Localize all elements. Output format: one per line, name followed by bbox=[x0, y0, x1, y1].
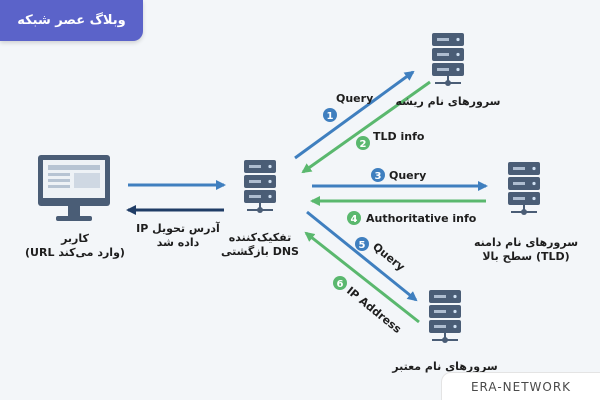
resolver-label-line1: تفکیک‌کننده bbox=[228, 231, 292, 244]
tld-label-line2: سطح بالا (TLD) bbox=[482, 250, 570, 263]
svg-text:5: 5 bbox=[359, 240, 366, 251]
user-label: کاربر (URL وارد می‌کند) bbox=[14, 232, 136, 260]
era-network-watermark: ERA-NETWORK bbox=[441, 372, 600, 400]
step-5-badge: 5 bbox=[355, 237, 369, 251]
step-3-label: Query bbox=[389, 169, 426, 182]
resolver-server-icon bbox=[243, 159, 277, 214]
svg-text:2: 2 bbox=[360, 139, 367, 150]
user-label-line2: (URL وارد می‌کند) bbox=[25, 246, 125, 259]
tld-servers-label: سرورهای نام دامنه سطح بالا (TLD) bbox=[466, 236, 586, 264]
resolver-label: تفکیک‌کننده بازگشتی DNS bbox=[205, 231, 315, 259]
root-server-icon bbox=[431, 32, 465, 87]
resolver-label-line2: بازگشتی DNS bbox=[221, 245, 299, 258]
svg-text:6: 6 bbox=[337, 279, 344, 290]
svg-text:4: 4 bbox=[351, 214, 358, 225]
ip-delivered-line1: IP آدرس تحویل bbox=[136, 222, 220, 235]
tld-info-arrow bbox=[301, 80, 431, 174]
tld-server-icon bbox=[507, 161, 541, 216]
query-auth-arrow bbox=[306, 210, 418, 302]
step-2-badge: 2 bbox=[356, 136, 370, 150]
query-root-arrow bbox=[294, 70, 415, 160]
step-2-label: TLD info bbox=[373, 130, 425, 143]
svg-text:3: 3 bbox=[375, 171, 382, 182]
step-6-label: IP Address bbox=[344, 284, 404, 336]
computer-icon bbox=[38, 155, 110, 221]
auth-server-icon bbox=[428, 289, 462, 344]
ip-delivered-label: IP آدرس تحویل داده شد bbox=[132, 222, 224, 250]
tld-label-line1: سرورهای نام دامنه bbox=[473, 236, 579, 249]
step-4-badge: 4 bbox=[347, 211, 361, 225]
step-1-label: Query bbox=[336, 92, 373, 105]
site-badge: وبلاگ عصر شبکه bbox=[0, 0, 143, 41]
user-label-line1: کاربر bbox=[61, 232, 89, 245]
svg-text:1: 1 bbox=[327, 111, 334, 122]
ip-delivered-line2: داده شد bbox=[156, 236, 200, 249]
auth-servers-label: سرورهای نام معتبر bbox=[392, 360, 498, 373]
root-servers-label: سرورهای نام ریشه bbox=[395, 95, 501, 108]
step-4-label: Authoritative info bbox=[366, 212, 477, 225]
step-6-badge: 6 bbox=[333, 276, 347, 290]
step-3-badge: 3 bbox=[371, 168, 385, 182]
ip-address-arrow bbox=[304, 231, 420, 324]
step-1-badge: 1 bbox=[323, 108, 337, 122]
